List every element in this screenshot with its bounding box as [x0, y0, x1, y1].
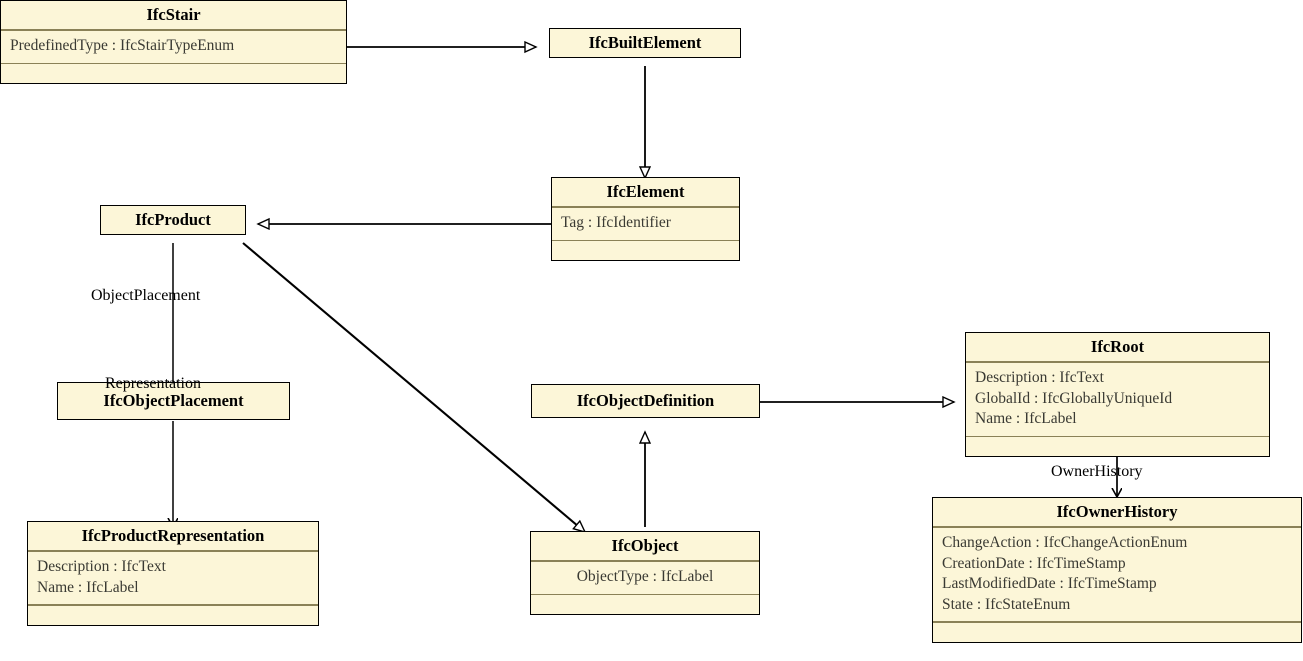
attribute-row: Description : IfcText	[975, 368, 1104, 386]
compartment-divider	[1, 29, 346, 31]
class-operations-empty	[531, 595, 759, 614]
attribute-row: ChangeAction : IfcChangeActionEnum	[942, 533, 1188, 551]
attribute-row: PredefinedType : IfcStairTypeEnum	[10, 36, 235, 54]
class-box-ifcroot[interactable]: IfcRoot Description : IfcText GlobalId :…	[965, 332, 1270, 458]
class-title: IfcObjectDefinition	[576, 391, 715, 410]
class-attributes: Description : IfcText GlobalId : IfcGlob…	[966, 363, 1269, 436]
class-operations-empty	[552, 241, 739, 260]
class-title: IfcOwnerHistory	[1056, 502, 1178, 521]
class-box-ifcobjectdefinition[interactable]: IfcObjectDefinition	[531, 384, 760, 419]
compartment-divider	[28, 604, 318, 606]
edge-label-owner-history: OwnerHistory	[1051, 463, 1143, 480]
attribute-row: GlobalId : IfcGloballyUniqueId	[975, 389, 1173, 407]
edge-label-representation: Representation	[105, 375, 201, 392]
attribute-row: State : IfcStateEnum	[942, 595, 1071, 613]
class-box-ifcbuiltelement[interactable]: IfcBuiltElement	[549, 28, 741, 59]
class-box-ifcstair[interactable]: IfcStair PredefinedType : IfcStairTypeEn…	[0, 0, 347, 85]
class-box-ifcobject[interactable]: IfcObject ObjectType : IfcLabel	[530, 531, 760, 616]
attribute-row: CreationDate : IfcTimeStamp	[942, 554, 1126, 572]
class-attributes: ObjectType : IfcLabel	[531, 562, 759, 594]
class-box-ifcownerhistory[interactable]: IfcOwnerHistory ChangeAction : IfcChange…	[932, 497, 1302, 643]
class-attributes: ChangeAction : IfcChangeActionEnum Creat…	[933, 528, 1301, 621]
class-operations-empty	[933, 623, 1301, 642]
compartment-divider	[552, 206, 739, 208]
attribute-row: Name : IfcLabel	[37, 578, 139, 596]
compartment-divider	[933, 621, 1301, 623]
class-title: IfcRoot	[1090, 337, 1145, 356]
class-attributes: Description : IfcText Name : IfcLabel	[28, 552, 318, 604]
class-operations-empty	[1, 64, 346, 83]
class-title: IfcStair	[146, 5, 201, 24]
class-attributes: PredefinedType : IfcStairTypeEnum	[1, 31, 346, 63]
compartment-divider	[28, 550, 318, 552]
class-title: IfcObjectPlacement	[103, 391, 244, 410]
compartment-divider	[933, 526, 1301, 528]
class-box-ifcelement[interactable]: IfcElement Tag : IfcIdentifier	[551, 177, 740, 262]
attribute-row: Tag : IfcIdentifier	[561, 213, 671, 231]
class-title: IfcProduct	[135, 210, 211, 229]
compartment-divider	[966, 361, 1269, 363]
compartment-divider	[531, 593, 759, 596]
compartment-divider	[1, 62, 346, 65]
compartment-divider	[966, 435, 1269, 438]
attribute-row: Description : IfcText	[37, 557, 166, 575]
edge-label-object-placement: ObjectPlacement	[91, 287, 201, 304]
class-title: IfcElement	[606, 182, 685, 201]
class-box-ifcproductrepresentation[interactable]: IfcProductRepresentation Description : I…	[27, 521, 319, 626]
attribute-row: Name : IfcLabel	[975, 410, 1077, 428]
class-operations-empty	[28, 606, 318, 625]
class-attributes: Tag : IfcIdentifier	[552, 208, 739, 240]
attribute-row: ObjectType : IfcLabel	[576, 567, 714, 585]
class-box-ifcproduct[interactable]: IfcProduct	[100, 205, 246, 236]
class-title: IfcObject	[611, 536, 679, 555]
class-title: IfcProductRepresentation	[81, 526, 265, 545]
class-title: IfcBuiltElement	[588, 33, 702, 52]
class-operations-empty	[966, 437, 1269, 456]
compartment-divider	[531, 560, 759, 562]
compartment-divider	[552, 239, 739, 242]
attribute-row: LastModifiedDate : IfcTimeStamp	[942, 575, 1157, 593]
